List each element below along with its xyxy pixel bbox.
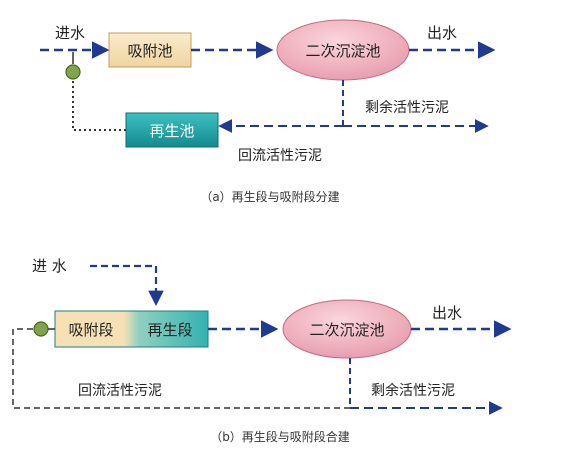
secondary-clarifier-label-b: 二次沉淀池 — [309, 321, 384, 339]
return-sludge-label: 回流活性污泥 — [238, 148, 322, 164]
secondary-clarifier-label: 二次沉淀池 — [305, 42, 380, 60]
return-to-inlet-dotted-line — [72, 80, 126, 131]
inlet-label-b: 进 水 — [32, 257, 67, 275]
diagram-a: 进水 吸附池 二次沉淀池 出水 剩余活性污泥 再生池 回流活性污泥 （a）再生段… — [40, 19, 496, 204]
return-sludge-line-b — [12, 328, 350, 409]
regeneration-tank-label: 再生池 — [149, 122, 194, 140]
caption-a: （a）再生段与吸附段分建 — [200, 189, 339, 204]
adsorption-tank — [108, 32, 192, 68]
adsorption-tank-label: 吸附池 — [127, 42, 172, 60]
inlet-flow-line-b — [90, 264, 164, 307]
regeneration-tank — [125, 112, 219, 148]
pump-icon-b — [33, 321, 49, 337]
adsorption-section-label: 吸附段 — [68, 321, 113, 339]
outlet-label-b: 出水 — [432, 304, 462, 322]
diagram-b: 进 水 吸附段 再生段 二次沉淀池 出水 剩余活性污泥 回流活性污泥 （b）再生… — [12, 257, 512, 444]
regeneration-section-label: 再生段 — [147, 321, 192, 339]
caption-b: （b）再生段与吸附段合建 — [210, 429, 350, 444]
excess-sludge-label-b: 剩余活性污泥 — [371, 382, 455, 399]
pump-icon — [65, 64, 81, 80]
inlet-label: 进水 — [55, 24, 85, 42]
return-sludge-label-b: 回流活性污泥 — [78, 383, 162, 399]
outlet-label: 出水 — [427, 24, 457, 42]
excess-sludge-label: 剩余活性污泥 — [365, 99, 449, 116]
